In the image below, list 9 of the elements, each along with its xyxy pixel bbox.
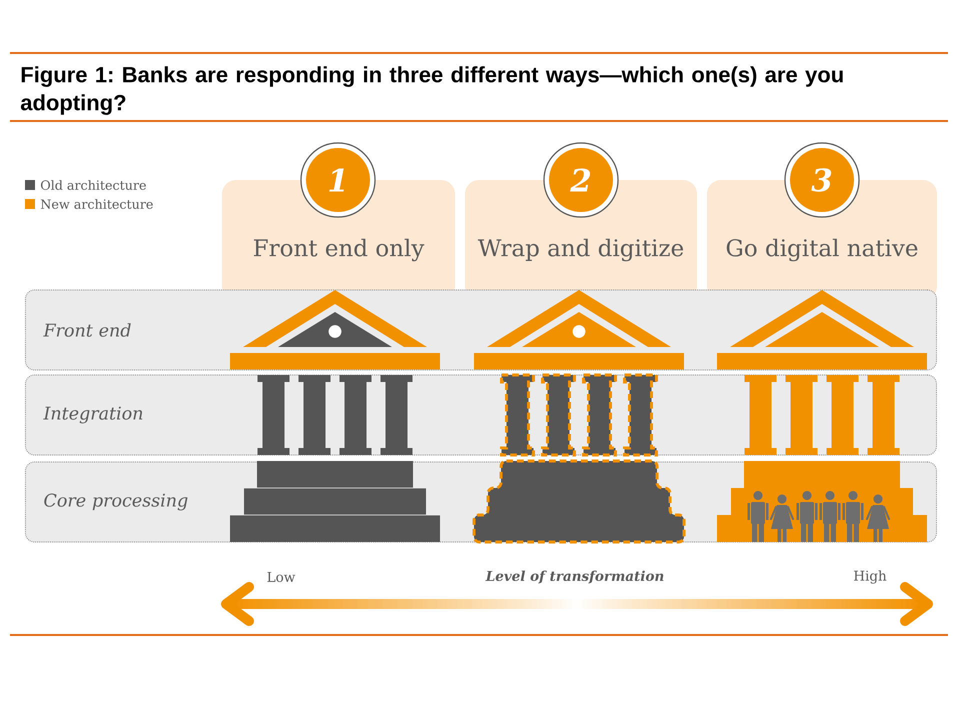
- scale-label: High: [854, 570, 886, 584]
- number-badge: 1: [300, 142, 376, 218]
- number-badge: 2: [543, 142, 619, 218]
- legend-label: New architecture: [40, 199, 153, 209]
- legend-label: Old architecture: [40, 180, 146, 190]
- scale-label: Low: [267, 572, 296, 582]
- title: Figure 1: Banks are responding in three different ways—which one(s) are you adopting?: [20, 66, 843, 115]
- number-badge: 3: [784, 142, 860, 218]
- axis-title: Level of transformation: [485, 570, 664, 584]
